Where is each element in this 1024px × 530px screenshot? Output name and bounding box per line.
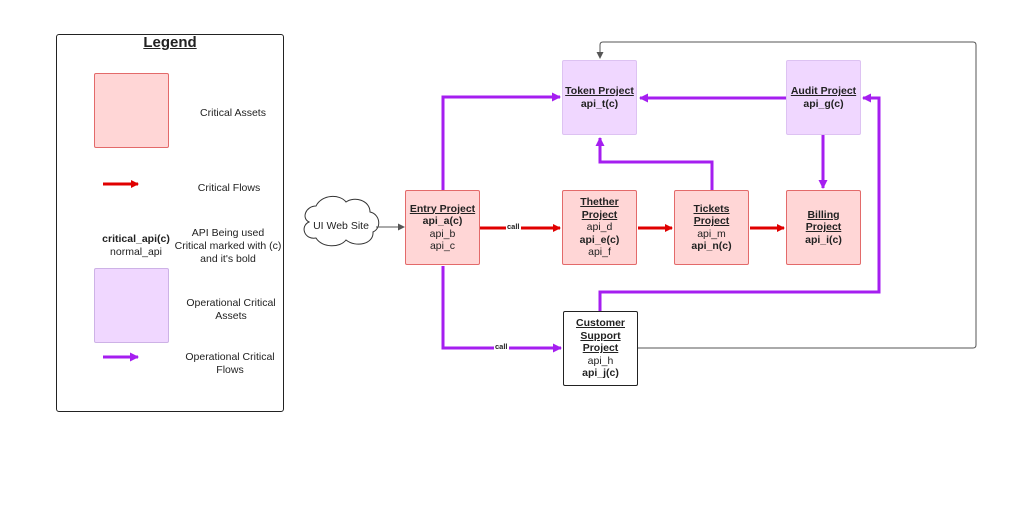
legend-ops-assets-label: Operational Critical Assets [186,297,276,322]
legend-api-description: API Being used Critical marked with (c) … [174,227,282,265]
node-audit-project: Audit Project api_g(c) [786,60,861,135]
node-thether-project: Thether Project api_d api_e(c) api_f [562,190,637,265]
node-audit-title: Audit Project [790,85,857,97]
legend-panel [56,34,284,412]
node-tickets-api-m: api_m [697,227,726,240]
node-thether-api-e: api_e(c) [579,233,620,246]
legend-critical-flows-label: Critical Flows [197,182,261,194]
legend-api-normal-example: normal_api [110,246,162,258]
node-support-api-j: api_j(c) [582,367,619,380]
node-audit-api-g: api_g(c) [803,97,844,110]
node-entry-api-c: api_c [429,240,456,252]
node-entry-project: Entry Project api_a(c) api_b api_c [405,190,480,265]
legend-ops-assets-swatch [94,268,169,343]
node-billing-title: Billing Project [805,208,842,234]
node-tickets-project: Tickets Project api_m api_n(c) [674,190,749,265]
edge-support-to-token [596,41,977,349]
edge-support-to-audit [598,93,881,311]
node-billing-project: Billing Project api_i(c) [786,190,861,265]
edge-entry-to-token [441,92,561,190]
node-entry-api-b: api_b [429,227,456,240]
node-token-api-t: api_t(c) [580,97,619,110]
edge-entry-to-support [441,266,562,353]
legend-ops-flows-label: Operational Critical Flows [185,351,275,376]
legend-title: Legend [143,34,197,51]
ui-website-cloud-icon [303,196,380,247]
node-token-title: Token Project [565,85,634,97]
legend-critical-assets-swatch [94,73,169,148]
node-thether-title: Thether Project [580,196,619,221]
edge-label-entry-to-support: call [494,342,509,351]
node-entry-title: Entry Project [409,202,476,215]
legend-api-critical-example: critical_api(c) [102,233,170,245]
node-entry-api-a: api_a(c) [422,215,463,227]
node-support-title: Customer Support Project [575,317,625,355]
node-thether-api-f: api_f [588,246,611,259]
node-thether-api-d: api_d [586,221,613,234]
node-token-project: Token Project api_t(c) [562,60,637,135]
node-billing-api-i: api_i(c) [805,233,842,246]
node-tickets-title: Tickets Project [693,202,730,228]
ui-website-label: UI Web Site [313,220,369,232]
edge-label-entry-to-thether: call [506,222,521,231]
node-support-api-h: api_h [587,354,614,367]
node-customer-support-project: Customer Support Project api_h api_j(c) [563,311,638,386]
legend-critical-assets-label: Critical Assets [200,107,266,119]
edge-tickets-to-token [595,137,714,190]
node-tickets-api-n: api_n(c) [691,240,732,252]
